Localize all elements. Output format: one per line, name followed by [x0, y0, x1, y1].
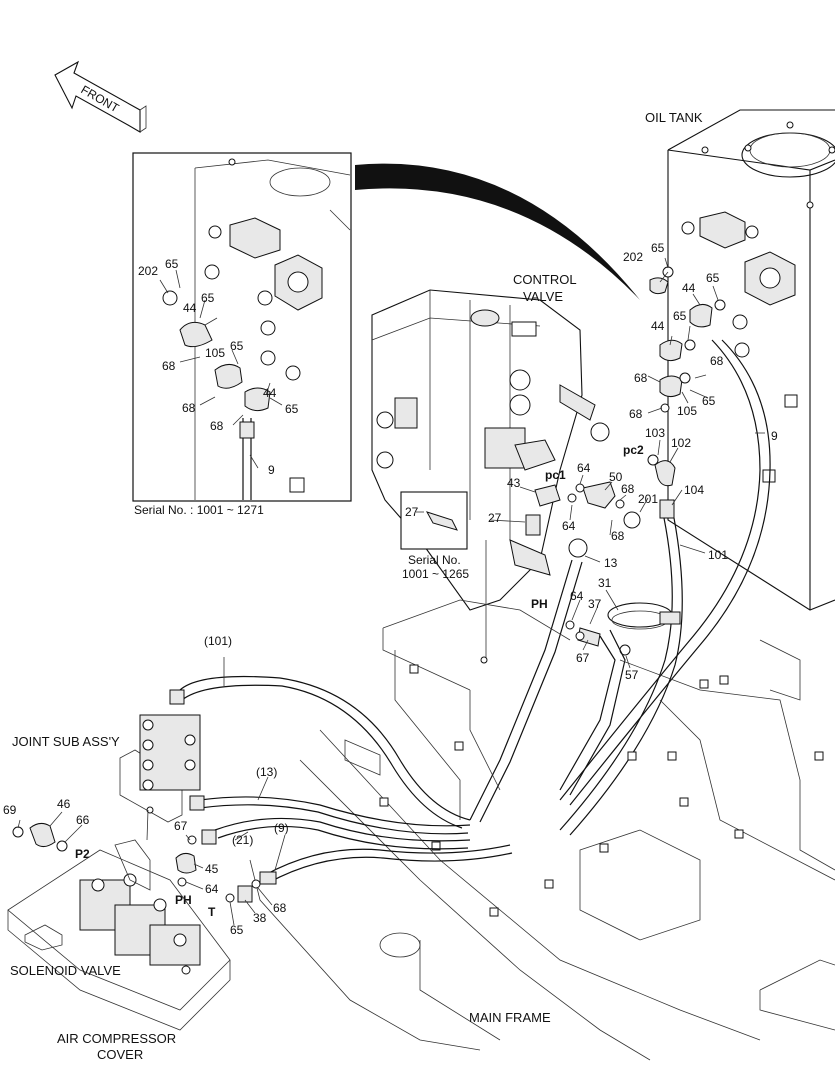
left-callout-45: 45 [205, 862, 219, 876]
left-callout-68: 68 [273, 901, 287, 915]
left-callout-46: 46 [57, 797, 71, 811]
joint-sub-label: JOINT SUB ASS'Y [12, 734, 120, 749]
right-callout-44a: 44 [682, 281, 696, 295]
right-callout-68c: 68 [629, 407, 643, 421]
left-callout-65: 65 [230, 923, 244, 937]
left-callout-21: (21) [232, 833, 253, 847]
inset-callout-202: 202 [138, 264, 158, 278]
center-callout-27: 27 [488, 511, 502, 525]
inset-small-serial-2: 1001 ~ 1265 [402, 567, 469, 581]
port-ph-top: PH [531, 597, 548, 611]
left-callout-38: 38 [253, 911, 267, 925]
center-callout-68b: 68 [611, 529, 625, 543]
inset-callout-105: 105 [205, 346, 225, 360]
inset-callout-68c: 68 [210, 419, 224, 433]
right-callout-68b: 68 [710, 354, 724, 368]
right-callout-202: 202 [623, 250, 643, 264]
left-callout-101: (101) [204, 634, 232, 648]
right-callout-65d: 65 [702, 394, 716, 408]
center-callout-37: 37 [588, 597, 602, 611]
air-compressor-label-1: AIR COMPRESSOR [57, 1031, 176, 1046]
right-callout-65a: 65 [651, 241, 665, 255]
port-pc1: pc1 [545, 468, 566, 482]
left-callout-69: 69 [3, 803, 17, 817]
center-callout-13: 13 [604, 556, 618, 570]
control-valve-label-2: VALVE [523, 289, 563, 304]
control-valve: CONTROL VALVE [371, 272, 610, 611]
left-callout-66: 66 [76, 813, 90, 827]
oil-tank: OIL TANK [645, 109, 835, 611]
inset-serial-label: Serial No. : 1001 ~ 1271 [134, 503, 264, 517]
right-fittings: 202 65 44 65 44 65 68 68 68 105 65 9 103… [559, 241, 778, 836]
left-callout-13: (13) [256, 765, 277, 779]
center-fittings: 43 64 50 68 64 68 27 13 31 64 37 67 57 [469, 461, 639, 823]
inset-callout-65b: 65 [201, 291, 215, 305]
center-callout-31: 31 [598, 576, 612, 590]
right-callout-65b: 65 [706, 271, 720, 285]
inset-serial-1001-1271: 202 65 65 44 105 65 68 68 68 44 65 9 Ser… [132, 152, 352, 517]
front-arrow: FRONT [54, 60, 147, 133]
center-callout-43: 43 [507, 476, 521, 490]
solenoid-valve-label: SOLENOID VALVE [10, 963, 121, 978]
air-compressor-label-2: COVER [97, 1047, 143, 1062]
port-pc2: pc2 [623, 443, 644, 457]
right-callout-105: 105 [677, 404, 697, 418]
port-labels: pc1 pc2 PH PH P2 T [75, 443, 644, 919]
inset-callout-44b: 44 [263, 386, 277, 400]
center-callout-67: 67 [576, 651, 590, 665]
right-callout-9: 9 [771, 429, 778, 443]
port-p2: P2 [75, 847, 90, 861]
right-callout-68a: 68 [634, 371, 648, 385]
inset-small-serial-1: Serial No. [408, 553, 461, 567]
inset-small-part: 27 [405, 505, 419, 519]
right-callout-104: 104 [684, 483, 704, 497]
inset-pointer-arrow [355, 163, 640, 300]
right-callout-65c: 65 [673, 309, 687, 323]
joint-sub-assembly: (101) (13) (21) (9) JOINT SUB ASS'Y [12, 634, 513, 885]
inset-callout-9: 9 [268, 463, 275, 477]
main-frame: MAIN FRAME [249, 599, 835, 1061]
inset-callout-65c: 65 [230, 339, 244, 353]
center-callout-50: 50 [609, 470, 623, 484]
left-callout-64: 64 [205, 882, 219, 896]
inset-callout-65d: 65 [285, 402, 299, 416]
inset-callout-68a: 68 [162, 359, 176, 373]
center-callout-64b: 64 [562, 519, 576, 533]
center-callout-64a: 64 [577, 461, 591, 475]
control-valve-label-1: CONTROL [513, 272, 577, 287]
right-callout-44b: 44 [651, 319, 665, 333]
solenoid-valve: 69 46 66 67 45 64 65 38 68 SOLENOID VALV… [3, 797, 287, 1062]
right-callout-103: 103 [645, 426, 665, 440]
right-callout-101: 101 [708, 548, 728, 562]
center-callout-68a: 68 [621, 482, 635, 496]
left-callout-67: 67 [174, 819, 188, 833]
inset-callout-68b: 68 [182, 401, 196, 415]
right-callout-201: 201 [638, 492, 658, 506]
inset-serial-1001-1265: 27 Serial No. 1001 ~ 1265 [400, 491, 469, 581]
inset-callout-65a: 65 [165, 257, 179, 271]
center-callout-57: 57 [625, 668, 639, 682]
left-callout-9: (9) [274, 821, 289, 835]
port-t: T [208, 905, 216, 919]
center-callout-64c: 64 [570, 589, 584, 603]
main-frame-label: MAIN FRAME [469, 1010, 551, 1025]
oil-tank-label: OIL TANK [645, 110, 703, 125]
right-callout-102: 102 [671, 436, 691, 450]
inset-callout-44a: 44 [183, 301, 197, 315]
